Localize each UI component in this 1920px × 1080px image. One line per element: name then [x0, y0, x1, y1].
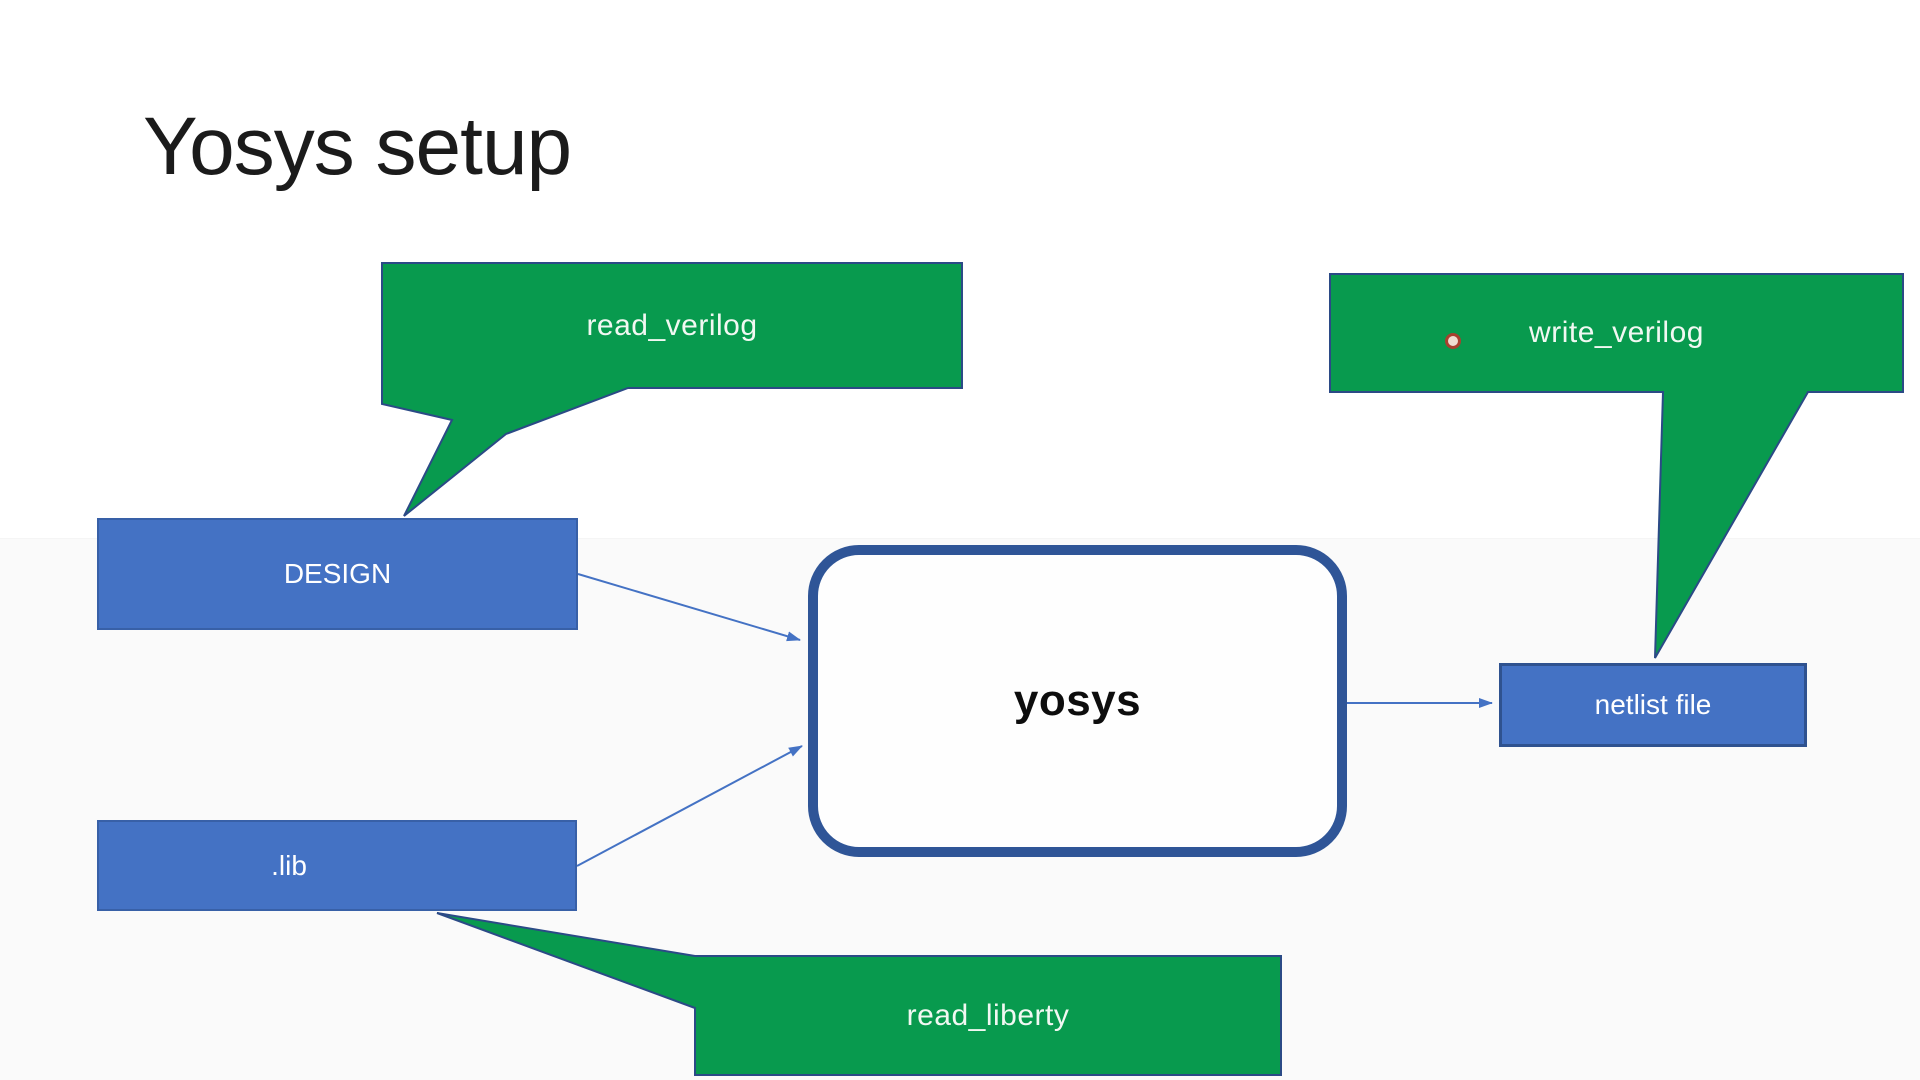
node-design: DESIGN	[97, 518, 578, 630]
node-yosys-box	[808, 545, 1347, 857]
callout-write-verilog-shape	[1329, 273, 1904, 659]
node-design-label: DESIGN	[283, 558, 392, 589]
node-netlist-label: netlist file	[1594, 689, 1712, 720]
node-netlist: netlist file	[1499, 663, 1807, 747]
arrow-lib-to-yosys	[576, 745, 803, 867]
node-lib: .lib	[97, 820, 577, 911]
callout-read-verilog-shape	[381, 262, 963, 517]
slide-title: Yosys setup	[143, 101, 572, 192]
arrow-design-to-yosys	[577, 573, 801, 642]
callout-read-liberty-shape	[436, 912, 1282, 1076]
laser-pointer-dot	[1445, 333, 1461, 349]
node-lib-label: .lib	[271, 849, 307, 881]
